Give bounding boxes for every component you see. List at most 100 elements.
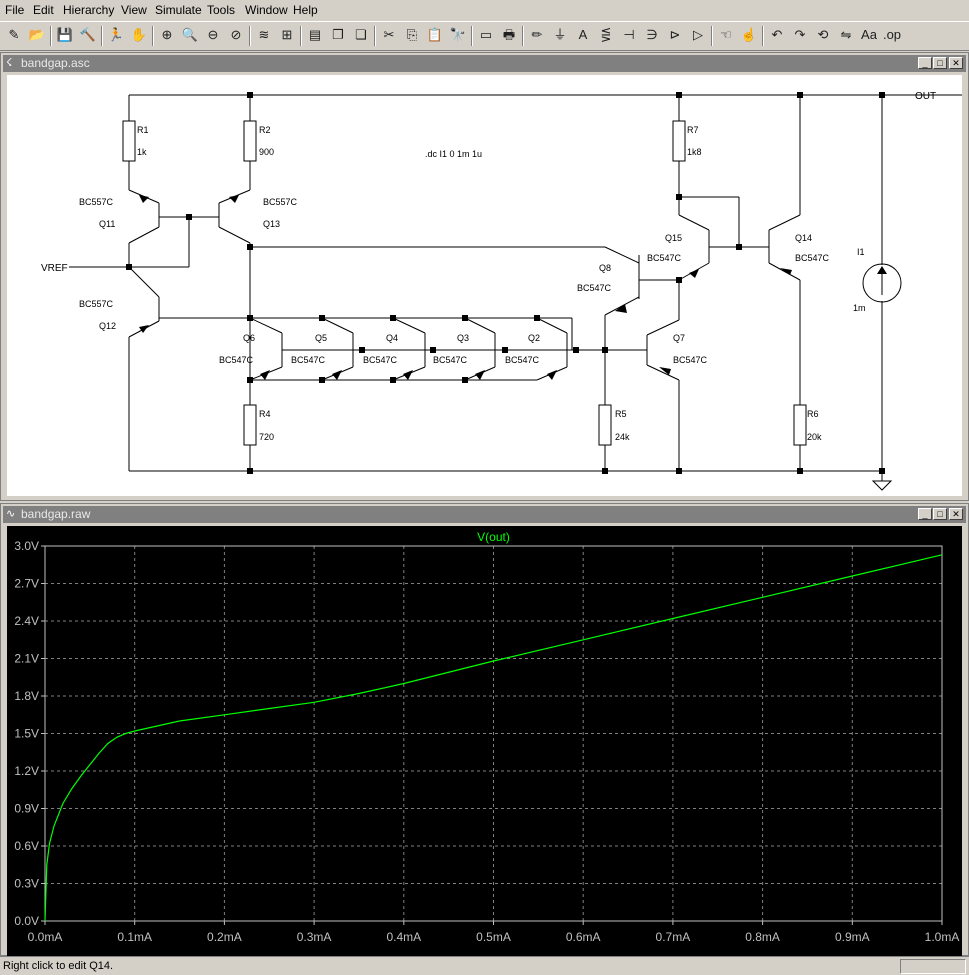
transistor-ref[interactable]: Q5 — [315, 333, 327, 343]
menu-window[interactable]: Window — [245, 3, 288, 17]
ground-icon[interactable]: ⏚ — [553, 27, 567, 42]
x-tick-label: 0.5mA — [476, 930, 511, 944]
transistor-ref[interactable]: Q11 — [99, 219, 115, 229]
resistor-value[interactable]: 1k — [137, 147, 147, 157]
net-label-vref[interactable]: VREF — [41, 263, 68, 274]
control-panel-icon[interactable]: 🔨 — [79, 27, 97, 42]
cut-icon[interactable]: ✂ — [383, 27, 395, 42]
transistor-ref[interactable]: Q4 — [386, 333, 398, 343]
view-grid-icon[interactable]: ⊞ — [281, 27, 293, 42]
menu-file[interactable]: File — [5, 3, 25, 17]
menu-tools[interactable]: Tools — [207, 3, 236, 17]
transistor-model[interactable]: BC547C — [577, 283, 612, 293]
draw-wire-icon[interactable]: ✏ — [531, 27, 543, 42]
text-icon[interactable]: Aa — [861, 27, 877, 42]
mirror-icon[interactable]: ⇋ — [840, 27, 852, 42]
menu-edit[interactable]: Edit — [33, 3, 54, 17]
resistor-ref[interactable]: R2 — [259, 125, 271, 135]
menu-view[interactable]: View — [121, 3, 147, 17]
menu-hierarchy[interactable]: Hierarchy — [63, 3, 115, 17]
drag-icon[interactable]: ☝ — [740, 27, 758, 42]
transistor-ref[interactable]: Q12 — [99, 321, 116, 331]
transistor-ref[interactable]: Q13 — [263, 219, 280, 229]
move-icon[interactable]: ☜ — [720, 27, 732, 42]
resistor-value[interactable]: 20k — [807, 432, 822, 442]
find-icon[interactable]: 🔭 — [449, 27, 467, 42]
transistor-model[interactable]: BC547C — [219, 355, 254, 365]
close-button[interactable]: ✕ — [949, 508, 963, 520]
resistor-icon[interactable]: ⋚ — [600, 27, 612, 42]
copy-icon[interactable]: ⎘ — [406, 27, 418, 42]
transistor-model[interactable]: BC547C — [505, 355, 540, 365]
resistor-value[interactable]: 900 — [259, 147, 274, 157]
transistor-ref[interactable]: Q14 — [795, 233, 812, 243]
resistor-value[interactable]: 1k8 — [687, 147, 702, 157]
redo-icon[interactable]: ↷ — [794, 27, 806, 42]
toolbar-separator — [300, 26, 302, 46]
transistor-ref[interactable]: Q3 — [457, 333, 469, 343]
toolbar-separator — [249, 26, 251, 46]
transistor-ref[interactable]: Q15 — [665, 233, 682, 243]
transistor-model[interactable]: BC547C — [433, 355, 468, 365]
source-value[interactable]: 1m — [853, 303, 866, 313]
close-button[interactable]: ✕ — [949, 57, 963, 69]
new-schematic-icon[interactable]: ✎ — [8, 27, 20, 42]
capacitor-icon[interactable]: ⊣ — [623, 27, 635, 42]
minimize-button[interactable]: _ — [918, 508, 932, 520]
transistor-ref[interactable]: Q2 — [528, 333, 540, 343]
close-all-icon[interactable]: ❏ — [355, 27, 367, 42]
menu-simulate[interactable]: Simulate — [155, 3, 202, 17]
transistor-model[interactable]: BC547C — [673, 355, 708, 365]
run-icon[interactable]: 🏃 — [107, 27, 125, 42]
undo-icon[interactable]: ↶ — [771, 27, 783, 42]
maximize-button[interactable]: □ — [933, 508, 947, 520]
maximize-button[interactable]: □ — [933, 57, 947, 69]
transistor-model[interactable]: BC557C — [79, 197, 114, 207]
spice-directive[interactable]: .dc I1 0 1m 1u — [425, 149, 482, 159]
inductor-icon[interactable]: ∋ — [646, 27, 658, 42]
zoom-cancel-icon[interactable]: ⊘ — [230, 27, 242, 42]
autorange-icon[interactable]: ≋ — [258, 27, 270, 42]
menu-help[interactable]: Help — [293, 3, 318, 17]
zoom-pan-icon[interactable]: 🔍 — [181, 27, 199, 42]
transistor-model[interactable]: BC557C — [263, 197, 298, 207]
cascade-icon[interactable]: ❐ — [332, 27, 344, 42]
transistor-ref[interactable]: Q8 — [599, 263, 611, 273]
print-icon[interactable]: 🖶 — [502, 27, 516, 42]
resistor-ref[interactable]: R5 — [615, 409, 627, 419]
transistor-ref[interactable]: Q6 — [243, 333, 255, 343]
net-label-out[interactable]: OUT — [915, 91, 936, 102]
transistor-model[interactable]: BC557C — [79, 299, 114, 309]
y-tick-label: 2.1V — [14, 652, 39, 666]
schematic-canvas[interactable]: OUT VREF .dc I1 0 1m 1u R1 1k R2 900 R7 … — [7, 75, 962, 496]
component-icon[interactable]: ▷ — [693, 27, 703, 42]
transistor-ref[interactable]: Q7 — [673, 333, 685, 343]
zoom-out-icon[interactable]: ⊖ — [207, 27, 219, 42]
paste-icon[interactable]: 📋 — [426, 27, 444, 42]
save-icon[interactable]: 💾 — [56, 27, 74, 42]
source-ref[interactable]: I1 — [857, 247, 865, 257]
resistor-ref[interactable]: R7 — [687, 125, 699, 135]
halt-icon[interactable]: ✋ — [130, 27, 148, 42]
diode-icon[interactable]: ⊳ — [669, 27, 681, 42]
resistor-value[interactable]: 720 — [259, 432, 274, 442]
transistor-model[interactable]: BC547C — [363, 355, 398, 365]
tile-horizontal-icon[interactable]: ▤ — [308, 27, 322, 42]
trace-vout[interactable] — [44, 554, 943, 922]
rotate-icon[interactable]: ⟲ — [817, 27, 829, 42]
transistor-model[interactable]: BC547C — [795, 253, 830, 263]
zoom-in-icon[interactable]: ⊕ — [161, 27, 173, 42]
spice-directive-icon[interactable]: .op — [882, 27, 902, 42]
resistor-ref[interactable]: R1 — [137, 125, 149, 135]
transistor-model[interactable]: BC547C — [647, 253, 682, 263]
open-icon[interactable]: 📂 — [28, 27, 46, 42]
trace-legend[interactable]: V(out) — [477, 530, 510, 544]
resistor-ref[interactable]: R4 — [259, 409, 271, 419]
label-net-icon[interactable]: A — [578, 27, 588, 42]
transistor-model[interactable]: BC547C — [291, 355, 326, 365]
resistor-ref[interactable]: R6 — [807, 409, 819, 419]
print-setup-icon[interactable]: ▭ — [479, 27, 493, 42]
resistor-value[interactable]: 24k — [615, 432, 630, 442]
minimize-button[interactable]: _ — [918, 57, 932, 69]
